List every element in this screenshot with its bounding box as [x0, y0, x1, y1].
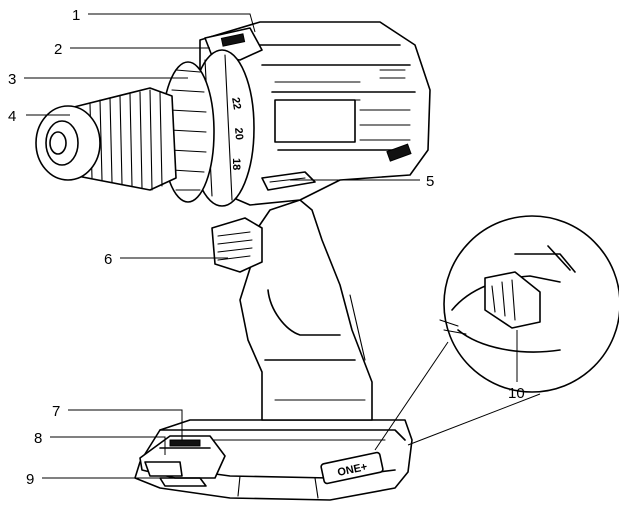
- callout-6: 6: [104, 251, 112, 268]
- inset-connector-upper: [374, 341, 449, 451]
- callout-5: 5: [426, 173, 434, 190]
- leader-1: [88, 13, 256, 33]
- callout-2: 2: [54, 41, 62, 58]
- trigger: [211, 217, 263, 273]
- callout-3: 3: [8, 71, 16, 88]
- callout-9: 9: [26, 471, 34, 488]
- battery-latch: [139, 435, 226, 487]
- detail-inset: [439, 215, 619, 393]
- dial-mark-20: 20: [232, 127, 245, 140]
- inset-connector-lower: [407, 393, 541, 446]
- dial-mark-18: 18: [230, 158, 242, 170]
- callout-10: 10: [508, 385, 525, 402]
- callout-4: 4: [8, 108, 16, 125]
- callout-1: 1: [72, 7, 80, 24]
- leader-8: [50, 436, 166, 455]
- dial-mark-22: 22: [229, 96, 243, 110]
- callout-8: 8: [34, 430, 42, 447]
- chuck-nose: [35, 105, 101, 181]
- brand-plate: ONE+: [320, 451, 384, 485]
- callout-7: 7: [52, 403, 60, 420]
- motor-housing: [199, 21, 431, 206]
- leader-7: [68, 409, 183, 440]
- handle: [239, 199, 373, 421]
- direction-selector: [261, 171, 316, 191]
